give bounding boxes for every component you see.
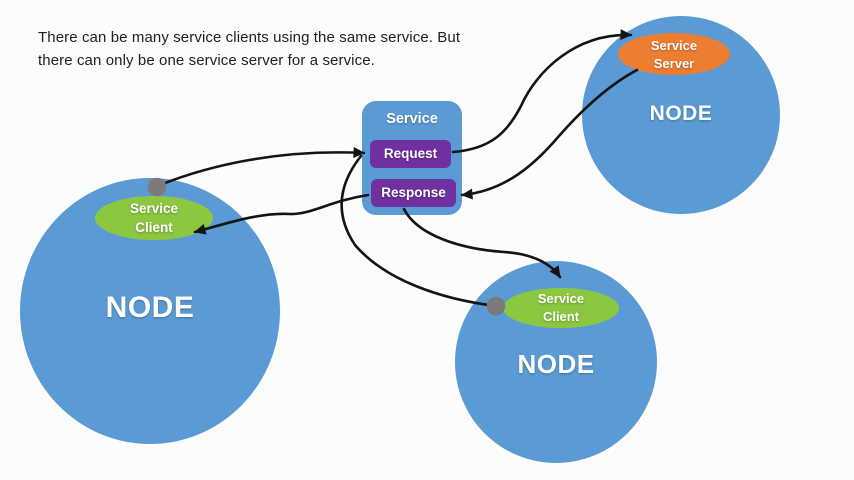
left-service-client-line1: Service (129, 201, 179, 216)
left-node-circle (20, 178, 280, 444)
response-label: Response (381, 185, 446, 200)
service-panel-title: Service (386, 111, 438, 127)
arrow-bottom-client-to-request (340, 154, 498, 308)
arrow-response-to-bottom-client (402, 207, 562, 279)
bottom-service-client-ellipse (503, 288, 619, 328)
bottom-service-client-line1: Service (537, 291, 585, 306)
arrow-left-client-to-request (158, 147, 366, 187)
bottom-service-client-line2: Client (542, 309, 580, 324)
left-service-client-label: Service Client (95, 199, 213, 237)
service-server-ellipse (618, 33, 730, 75)
request-box (370, 140, 451, 168)
left-service-client-line2: Client (135, 220, 173, 235)
caption-line-2: there can only be one service server for… (38, 52, 375, 69)
arrow-response-to-left-client (193, 193, 370, 235)
connection-dot-left (147, 177, 167, 197)
bottom-node-label: NODE (517, 349, 595, 379)
caption-line-1: There can be many service clients using … (38, 29, 461, 46)
service-server-label: Service Server (618, 37, 730, 73)
left-service-client-ellipse (95, 196, 213, 240)
caption: There can be many service clients using … (38, 26, 498, 72)
request-label: Request (383, 146, 438, 161)
arrow-request-to-server (451, 29, 633, 154)
left-node-label: NODE (105, 291, 195, 324)
service-server-line2: Server (653, 56, 695, 71)
bottom-service-client-label: Service Client (503, 290, 619, 326)
top-right-node-label: NODE (649, 102, 713, 125)
service-server-line1: Service (650, 38, 698, 53)
connection-dot-bottom (486, 296, 506, 316)
response-box (371, 179, 456, 207)
arrow-server-to-response (460, 68, 639, 200)
